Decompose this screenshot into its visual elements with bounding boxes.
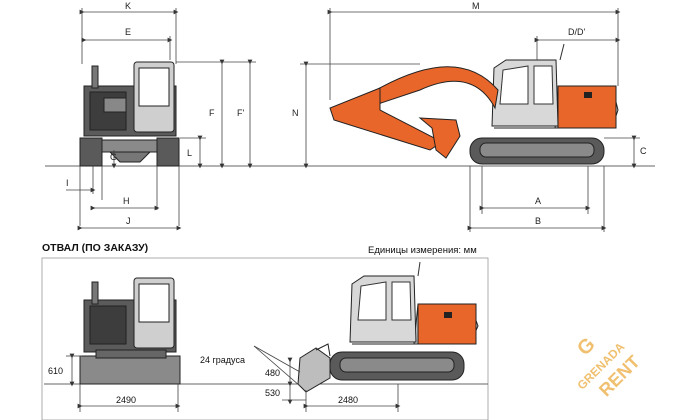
dim-label-e: E xyxy=(125,27,131,37)
front-view-excavator xyxy=(79,61,180,167)
dim-label-d: D/D' xyxy=(568,27,585,37)
dim-label-n: N xyxy=(292,108,299,118)
dim-label-c: C xyxy=(640,146,647,156)
blade-section-frame xyxy=(41,257,489,420)
dim-label-m: M xyxy=(472,1,480,11)
blade-depth-value: 530 xyxy=(265,388,280,398)
dim-label-g: G xyxy=(110,152,117,162)
dim-label-l: L xyxy=(187,148,192,158)
blade-left-height-value: 610 xyxy=(48,366,63,376)
blade-front-view-excavator xyxy=(79,277,181,385)
blade-height-value: 480 xyxy=(265,368,280,378)
watermark: G GRENADA RENT xyxy=(573,333,644,400)
blade-offset-value: 2480 xyxy=(338,395,358,405)
dim-label-f-prime: F' xyxy=(237,108,244,118)
watermark-g: G xyxy=(573,333,600,360)
dim-label-k: K xyxy=(125,1,131,11)
dim-label-a: A xyxy=(535,196,541,206)
blade-left-width-value: 2490 xyxy=(116,395,136,405)
dim-label-i: I xyxy=(66,178,69,188)
dim-label-b: B xyxy=(535,216,541,226)
blade-section-title: ОТВАЛ (ПО ЗАКАЗУ) xyxy=(42,242,148,254)
blade-angle-label: 24 градуса xyxy=(200,355,245,365)
units-label: Единицы измерения: мм xyxy=(368,245,477,256)
dim-label-f: F xyxy=(209,108,215,118)
dim-label-j: J xyxy=(126,216,131,226)
side-view-excavator xyxy=(329,43,619,165)
dim-label-h: H xyxy=(123,196,130,206)
blade-side-view-excavator xyxy=(297,261,479,393)
